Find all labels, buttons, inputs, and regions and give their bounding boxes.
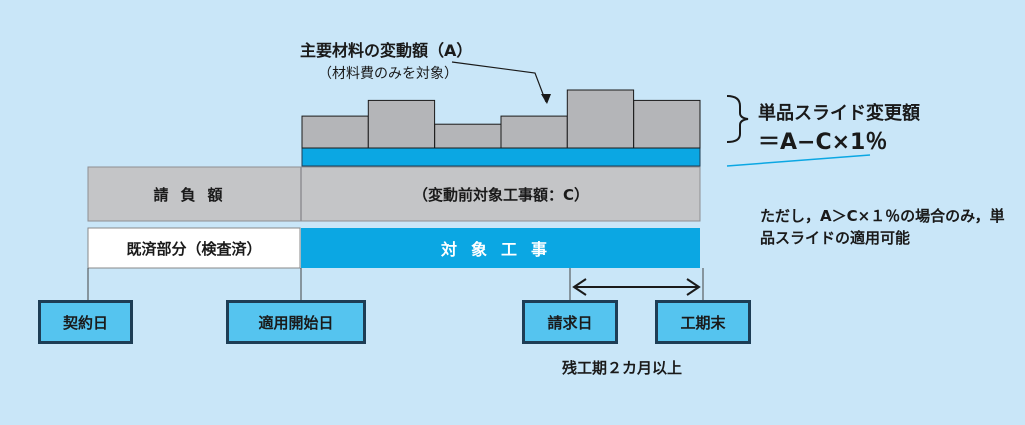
contract-date-box: 契約日 [38,300,133,344]
material-subtitle: （材料費のみを対象） [318,66,458,82]
material-bar [301,115,369,149]
material-title: 主要材料の変動額（A） [300,41,473,60]
contract-amount-label: 請負額 [153,185,235,204]
condition-note: ただし，A＞C×１％の場合のみ，単品スライドの適用可能 [760,207,1005,247]
formula-pointer [726,154,871,167]
material-bar [367,99,436,149]
period-arrow-right-head [686,278,701,296]
formula-line-2: ＝A−C×1％ [758,130,888,155]
before-change-label: （変動前対象工事額：C） [412,185,589,204]
material-bar [434,123,502,149]
material-bar [500,115,568,149]
period-arrow-left-head [572,278,587,296]
target-work-block [301,228,700,268]
settled-label: 既済部分（検査済） [126,239,262,258]
material-bars [301,89,701,149]
settled-block [87,227,301,269]
material-bar [566,89,635,149]
leader-line [451,61,547,103]
target-work-label: 対象工事 [440,240,561,259]
formula-line-1: 単品スライド変更額 [758,103,920,124]
remaining-period-label: 残工期２カ月以上 [562,359,683,377]
material-bar [633,99,701,149]
leader-arrowhead [541,94,551,104]
claim-date-box: 請求日 [522,300,618,344]
start-date-box: 適用開始日 [226,300,366,344]
brace [726,95,749,143]
end-date-box: 工期末 [655,300,751,344]
contract-amount-block [87,166,701,222]
cyan-strip [301,147,701,167]
